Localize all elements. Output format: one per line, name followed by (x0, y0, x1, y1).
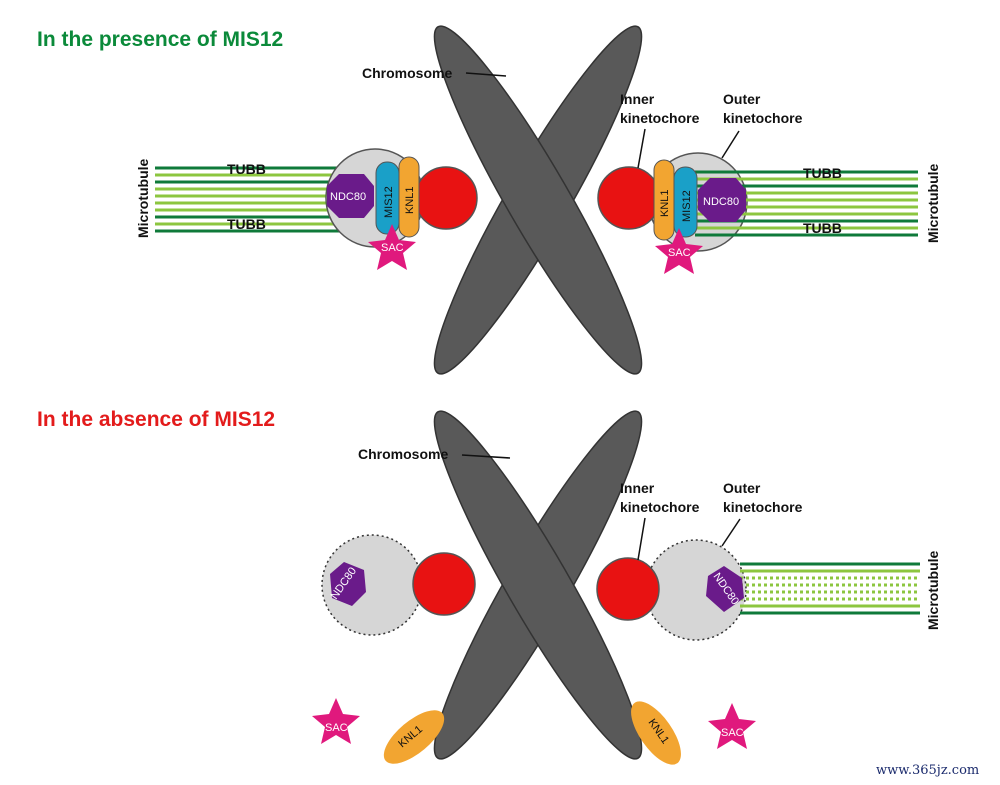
tubb-label-left-top: TUBB (227, 161, 266, 177)
ndc80-right (698, 178, 746, 222)
sac-label-detached-right: SAC (721, 727, 744, 739)
ndc80-label-right: NDC80 (703, 196, 739, 208)
ndc80-left-bottom (330, 562, 366, 606)
inner-kinetochore-label-bottom-line2: kinetochore (620, 499, 700, 515)
mis12-label-left: MIS12 (383, 186, 395, 218)
tubb-label-right-bottom: TUBB (803, 220, 842, 236)
inner-kinetochore-right-bottom (596, 557, 660, 621)
inner-kinetochore-left (414, 166, 478, 230)
chromosome-top (433, 25, 643, 375)
knl1-label-left: KNL1 (404, 186, 416, 214)
right-microtubule-bundle-bottom (740, 562, 920, 615)
inner-kinetochore-label-line1: Inner (620, 91, 655, 107)
panel-title-presence: In the presence of MIS12 (37, 28, 283, 51)
sac-star-left (368, 224, 416, 270)
outer-kinetochore-label-bottom-line1: Outer (723, 480, 761, 496)
mis12-right (673, 166, 698, 238)
outer-kinetochore-label-line2: kinetochore (723, 110, 803, 126)
chromosome-bottom (433, 410, 643, 760)
inner-kinetochore-right (597, 166, 661, 230)
microtubule-label-right: Microtubule (925, 163, 941, 243)
sac-label-detached-left: SAC (325, 722, 348, 734)
mis12-left (375, 161, 400, 235)
knl1-label-right: KNL1 (659, 189, 671, 217)
inner-kinetochore-label-line2: kinetochore (620, 110, 700, 126)
knl1-detached-left (383, 710, 445, 764)
sac-star-detached-left (312, 698, 360, 744)
inner-kinetochore-left-bottom (412, 552, 476, 616)
panel-title-absence: In the absence of MIS12 (37, 408, 275, 431)
mis12-label-right: MIS12 (681, 190, 693, 222)
ndc80-left (327, 174, 374, 218)
microtubule-label-bottom: Microtubule (925, 550, 941, 630)
ndc80-label-left: NDC80 (330, 191, 366, 203)
inner-kinetochore-label-bottom-line1: Inner (620, 480, 655, 496)
chromosome-label-bottom: Chromosome (358, 446, 448, 462)
tubb-label-left-bottom: TUBB (227, 216, 266, 232)
watermark: www.365jz.com (876, 763, 979, 778)
left-microtubule-bundle (155, 166, 355, 233)
ndc80-right-bottom (706, 566, 744, 612)
sac-label-right: SAC (668, 247, 691, 259)
chromosome-label-top: Chromosome (362, 65, 452, 81)
panel-absence-of-mis12: In the absence of MIS12 Chromosome NDC80… (37, 408, 941, 765)
sac-star-right (655, 228, 703, 274)
knl1-detached-right (631, 701, 681, 765)
tubb-label-right-top: TUBB (803, 165, 842, 181)
panel-presence-of-mis12: In the presence of MIS12 Microtubule TUB… (37, 25, 941, 375)
outer-kinetochore-label-line1: Outer (723, 91, 761, 107)
microtubule-label-left: Microtubule (135, 158, 151, 238)
sac-star-detached-right (708, 703, 756, 749)
outer-kinetochore-label-bottom-line2: kinetochore (723, 499, 803, 515)
sac-label-left: SAC (381, 242, 404, 254)
